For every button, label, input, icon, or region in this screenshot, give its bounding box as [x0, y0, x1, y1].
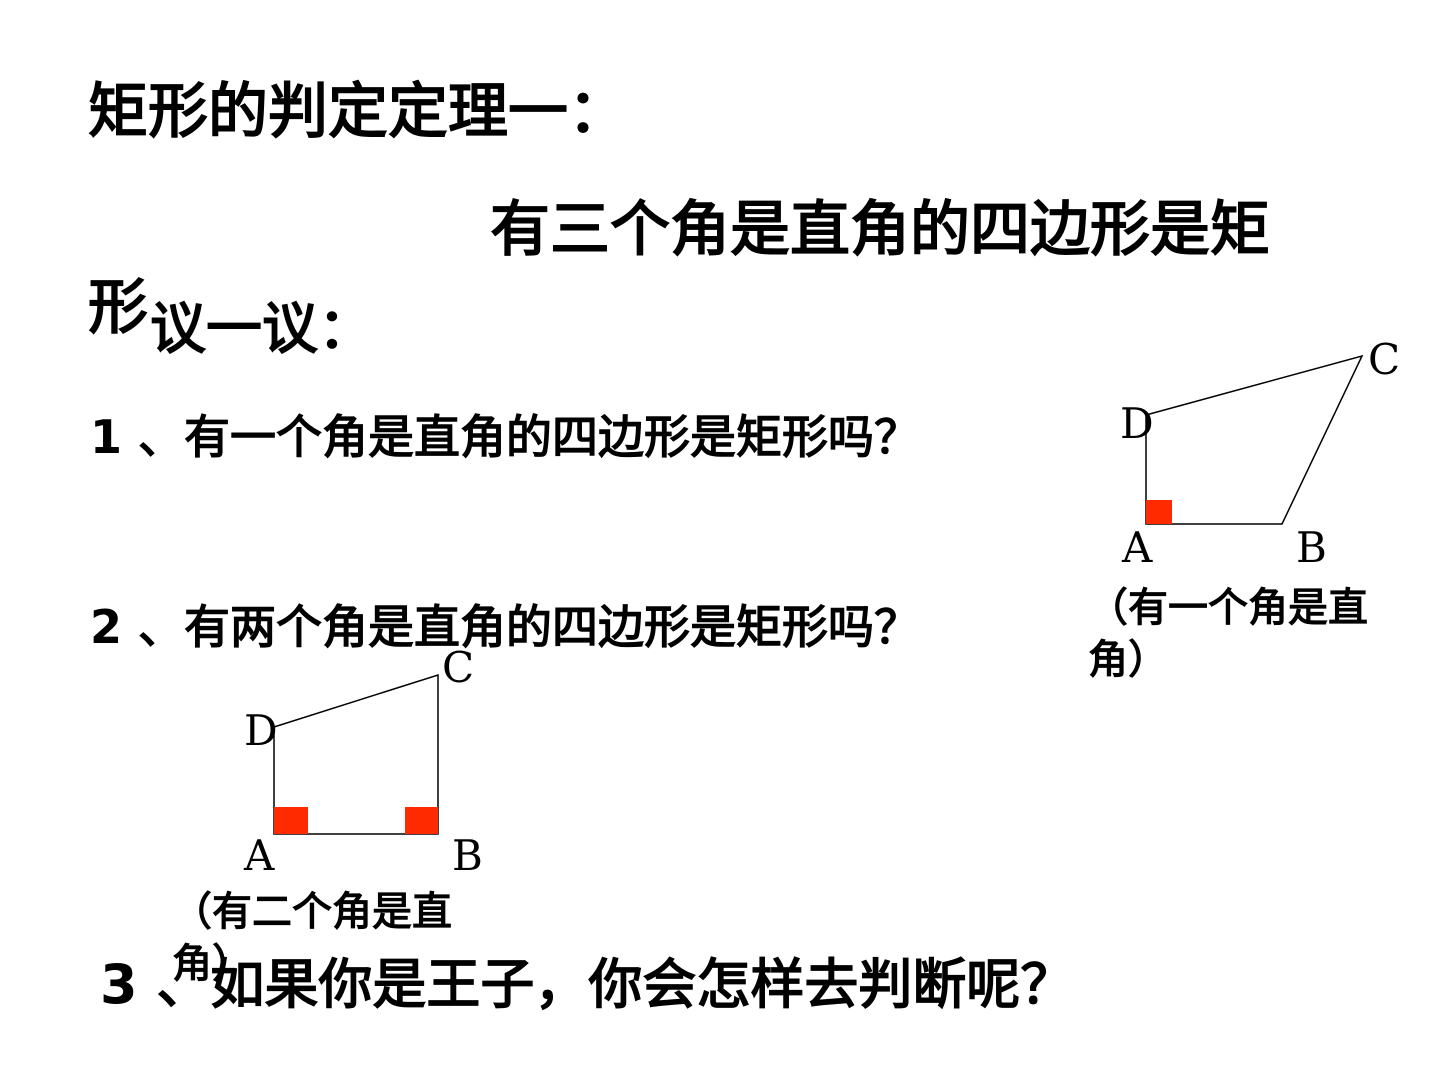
theorem-text-part1: 有三个角是直角的四边形是矩 — [490, 195, 1270, 265]
question-3: 3 、如果你是王子，你会怎样去判断呢？ — [100, 953, 1075, 1016]
theorem-text-part2: 形 — [88, 273, 148, 343]
figure-1-label-a: A — [1121, 523, 1153, 572]
question-1: 1 、有一个角是直角的四边形是矩形吗？ — [90, 410, 921, 464]
figure-1-label-d: D — [1120, 399, 1154, 448]
figure-2-label-b: B — [452, 831, 483, 880]
figure-2-label-a: A — [243, 831, 275, 880]
figure-2-shape — [273, 673, 439, 835]
right-angle-marker-a2 — [274, 807, 308, 834]
figure-1-caption: （有一个角是直角） — [1088, 585, 1368, 683]
figure-1-shape — [1145, 354, 1364, 525]
discuss-heading: 议一议： — [150, 297, 374, 362]
figure-1-label-b: B — [1296, 523, 1327, 572]
slide-title: 矩形的判定定理一： — [88, 77, 628, 147]
right-angle-marker-b2 — [405, 807, 438, 834]
figure-2-caption: （有二个角是直角） — [172, 889, 452, 987]
figure-2-label-d: D — [244, 706, 278, 755]
question-2: 2 、有两个角是直角的四边形是矩形吗？ — [90, 600, 921, 654]
right-angle-marker-a — [1146, 500, 1172, 524]
figure-1-label-c: C — [1368, 335, 1400, 384]
